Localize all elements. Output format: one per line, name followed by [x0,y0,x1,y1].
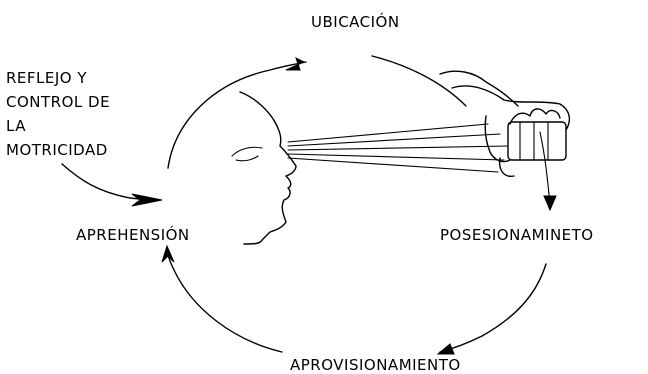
face-eye [232,147,262,161]
sight-lines [288,124,508,172]
label-reflejo-line-2: CONTROL DE [6,93,110,111]
label-aprovisionamiento: APROVISIONAMIENTO [290,356,461,374]
face-profile [240,92,296,244]
cycle-arc-top-right [372,56,466,106]
arrowhead-aprovisionamiento [438,344,454,354]
cycle-arc-bottom-left [167,250,282,352]
label-posesionamiento: POSESIONAMINETO [440,226,594,244]
hands-object [440,71,569,176]
cycle-arc-bottom-right [440,264,546,352]
reflejo-arrow-line [62,164,160,200]
label-aprehension: APREHENSIÓN [76,225,190,244]
label-reflejo-line-4: MOTRICIDAD [6,141,108,159]
label-reflejo-line-3: LA [6,117,26,135]
arrowhead-posesionamiento [544,196,556,210]
label-reflejo-line-1: REFLEJO Y [6,69,87,87]
reflejo-arrowhead [132,194,162,206]
label-ubicacion: UBICACIÓN [311,12,400,31]
arrowhead-aprehension [162,246,174,262]
